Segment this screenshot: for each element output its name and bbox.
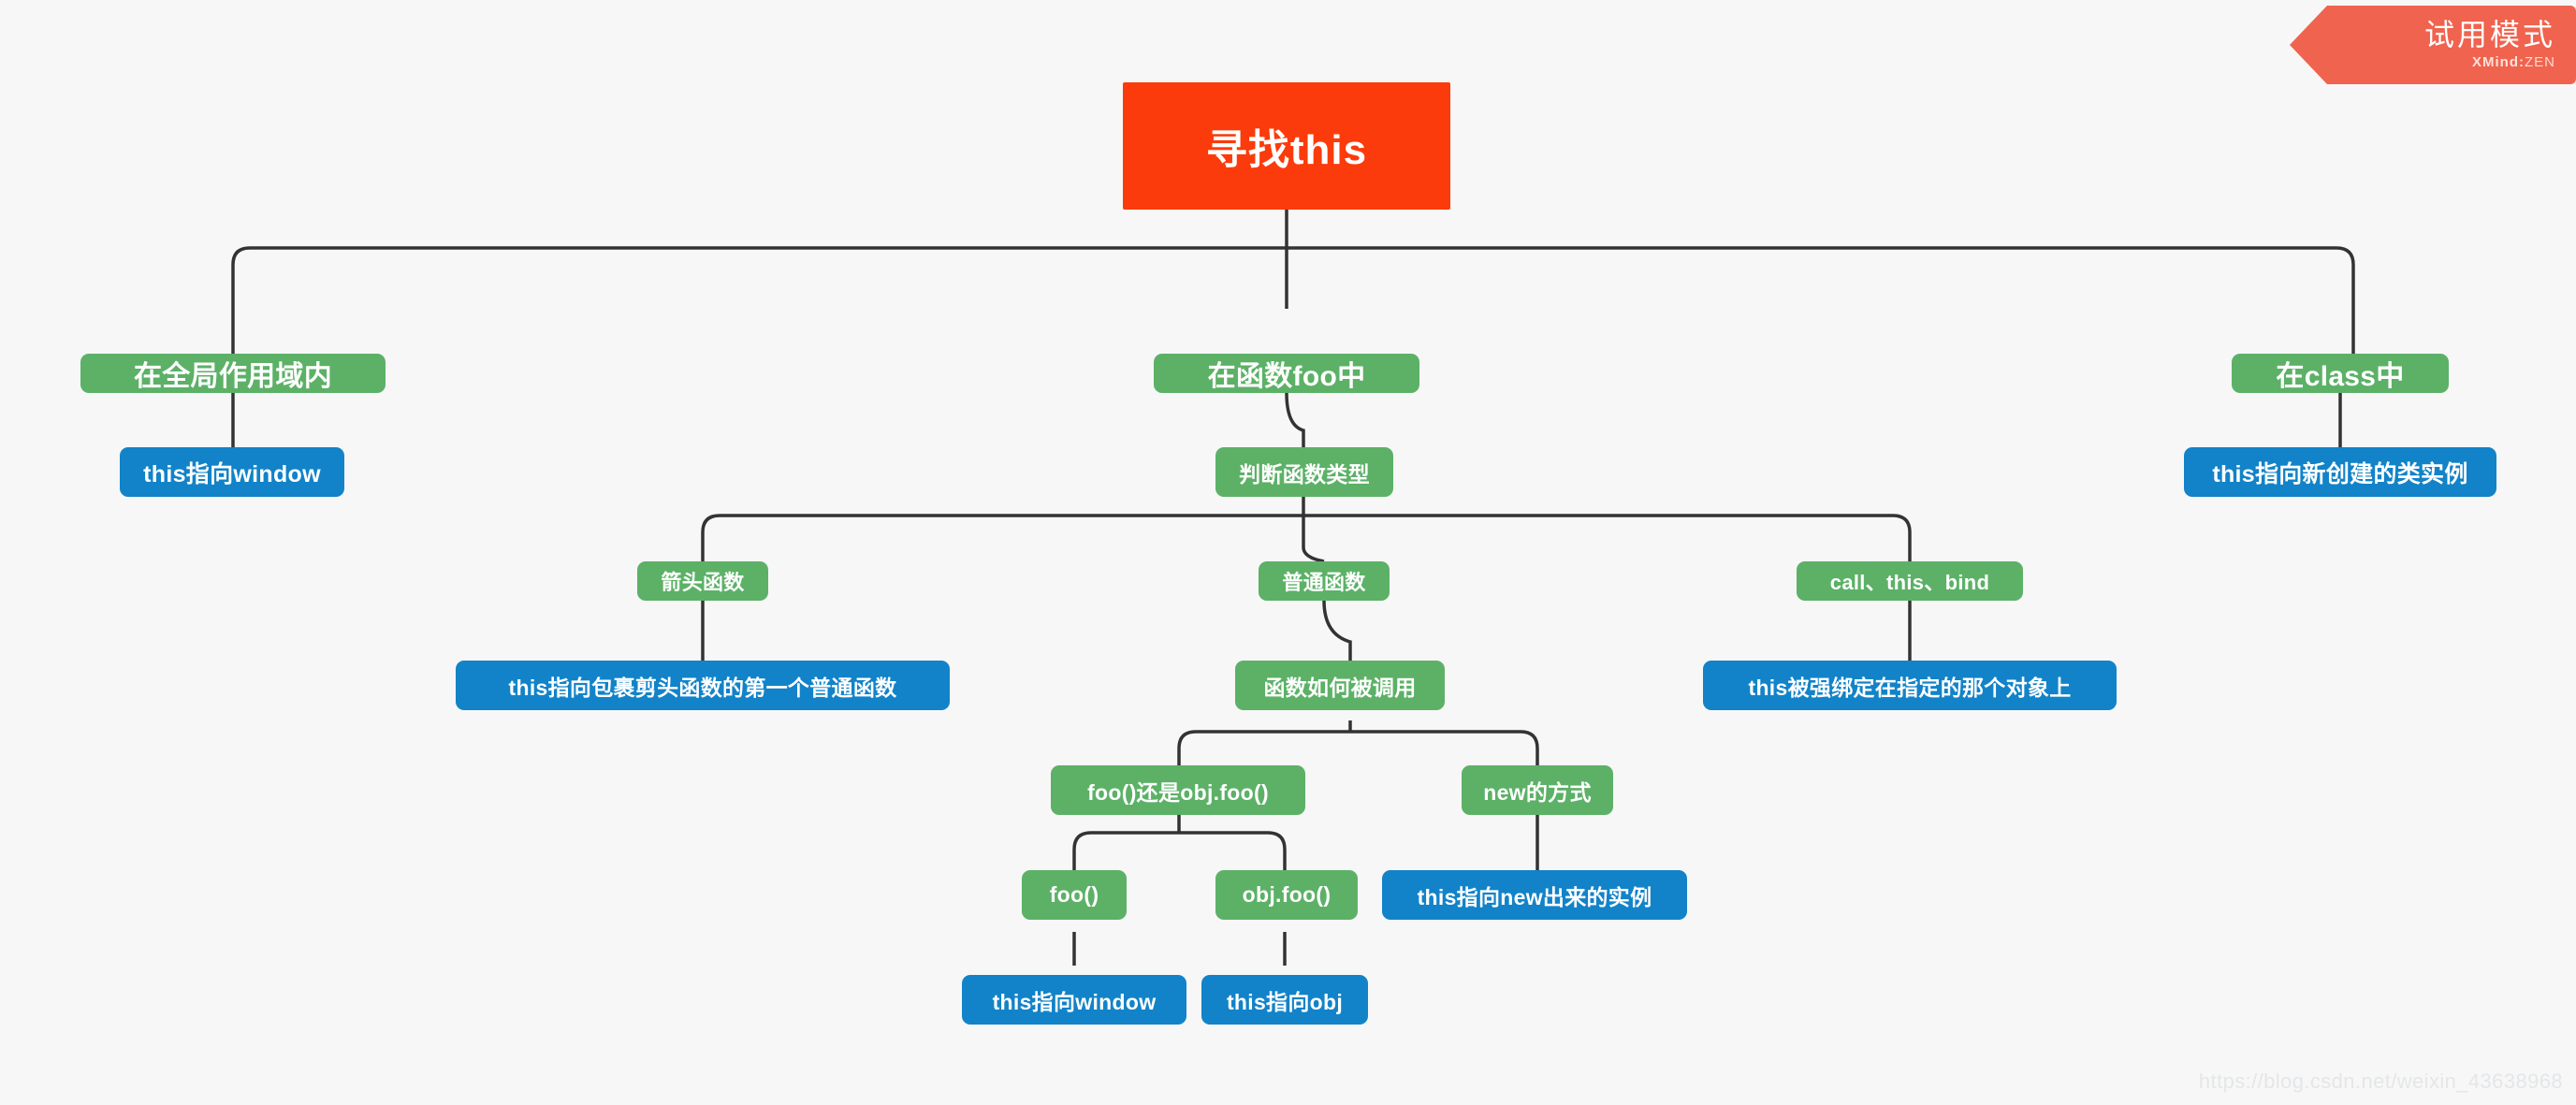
node-objfoo-call-detail[interactable]: this指向obj <box>1201 975 1368 1025</box>
node-how-called[interactable]: 函数如何被调用 <box>1235 661 1445 710</box>
node-foo-call-label: foo() <box>1049 882 1099 907</box>
node-judge-fn-type[interactable]: 判断函数类型 <box>1215 447 1393 497</box>
node-normal-fn[interactable]: 普通函数 <box>1259 561 1390 601</box>
node-call-this-bind-detail-label: this被强绑定在指定的那个对象上 <box>1748 675 2072 700</box>
node-in-class-detail[interactable]: this指向新创建的类实例 <box>2184 447 2496 497</box>
node-foo-call-detail-label: this指向window <box>992 989 1157 1014</box>
trial-mode-badge: 试用模式 XMind:ZEN <box>2290 6 2576 84</box>
node-foo-or-objfoo-label: foo()还是obj.foo() <box>1087 779 1269 805</box>
watermark-url: https://blog.csdn.net/weixin_43638968 <box>2198 1069 2563 1093</box>
node-objfoo-call[interactable]: obj.foo() <box>1215 870 1358 920</box>
node-foo-or-objfoo[interactable]: foo()还是obj.foo() <box>1051 765 1305 815</box>
node-in-class-label: 在class中 <box>2276 361 2405 392</box>
trial-mode-title: 试用模式 <box>2423 17 2555 51</box>
xmind-brand-product: XMind <box>2472 54 2519 71</box>
node-in-class[interactable]: 在class中 <box>2232 354 2449 393</box>
node-normal-fn-label: 普通函数 <box>1282 571 1366 594</box>
xmind-brand: XMind:ZEN <box>2472 54 2555 70</box>
node-new-way[interactable]: new的方式 <box>1462 765 1613 815</box>
node-new-way-label: new的方式 <box>1483 779 1592 805</box>
xmind-brand-edition: ZEN <box>2525 54 2555 71</box>
node-objfoo-call-label: obj.foo() <box>1242 882 1332 907</box>
node-arrow-fn-detail[interactable]: this指向包裹剪头函数的第一个普通函数 <box>456 661 950 710</box>
node-arrow-fn-detail-label: this指向包裹剪头函数的第一个普通函数 <box>508 675 897 700</box>
node-global-scope-detail-label: this指向window <box>143 460 321 487</box>
node-call-this-bind[interactable]: call、this、bind <box>1797 561 2023 601</box>
node-arrow-fn-label: 箭头函数 <box>661 571 745 594</box>
node-judge-fn-type-label: 判断函数类型 <box>1239 461 1370 487</box>
node-call-this-bind-detail[interactable]: this被强绑定在指定的那个对象上 <box>1703 661 2117 710</box>
node-foo-call[interactable]: foo() <box>1022 870 1127 920</box>
root-node[interactable]: 寻找this <box>1123 82 1450 210</box>
xmind-brand-separator: : <box>2519 54 2525 71</box>
node-call-this-bind-label: call、this、bind <box>1829 571 1990 594</box>
root-node-label: 寻找this <box>1205 127 1368 173</box>
node-global-scope[interactable]: 在全局作用域内 <box>80 354 386 393</box>
node-in-foo[interactable]: 在函数foo中 <box>1154 354 1419 393</box>
node-foo-call-detail[interactable]: this指向window <box>962 975 1186 1025</box>
node-global-scope-label: 在全局作用域内 <box>133 361 333 392</box>
node-global-scope-detail[interactable]: this指向window <box>120 447 344 497</box>
node-how-called-label: 函数如何被调用 <box>1263 675 1417 700</box>
node-new-way-detail[interactable]: this指向new出来的实例 <box>1382 870 1687 920</box>
node-new-way-detail-label: this指向new出来的实例 <box>1417 884 1652 909</box>
node-objfoo-call-detail-label: this指向obj <box>1226 989 1344 1014</box>
node-in-class-detail-label: this指向新创建的类实例 <box>2212 460 2468 487</box>
node-arrow-fn[interactable]: 箭头函数 <box>637 561 768 601</box>
node-in-foo-label: 在函数foo中 <box>1207 361 1366 392</box>
